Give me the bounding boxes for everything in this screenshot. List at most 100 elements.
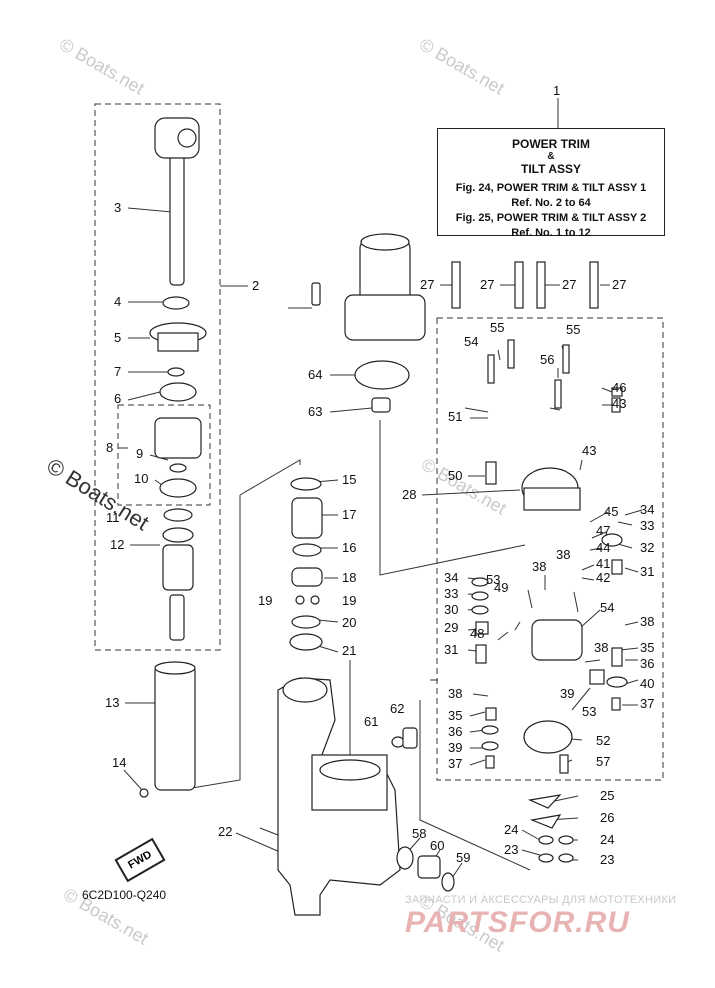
ref-line-4: Ref. No. 1 to 12 <box>511 227 591 239</box>
callout-label: 23 <box>504 842 518 857</box>
callout-label: 27 <box>480 277 494 292</box>
watermark: © Boats.net <box>416 34 508 98</box>
diagram-code: 6C2D100-Q240 <box>82 888 167 902</box>
watermarks: © Boats.net © Boats.net © Boats.net © Bo… <box>42 34 509 955</box>
callout-label: 48 <box>470 626 484 641</box>
callout-label: 35 <box>640 640 654 655</box>
callout-label: 37 <box>640 696 654 711</box>
callout-label: 44 <box>596 540 610 555</box>
callout-label: 12 <box>110 537 124 552</box>
callout-label: 41 <box>596 556 610 571</box>
callout-label: 38 <box>556 547 570 562</box>
ref-line-3: Fig. 25, POWER TRIM & TILT ASSY 2 <box>455 212 647 224</box>
callout-label: 57 <box>596 754 610 769</box>
callout-label: 52 <box>596 733 610 748</box>
callout-label: 3 <box>114 200 121 215</box>
watermark: © Boats.net <box>42 453 153 535</box>
title-line-1: POWER TRIM <box>512 137 590 151</box>
callout-label: 9 <box>136 446 143 461</box>
callout-label: 43 <box>582 443 596 458</box>
callout-label: 26 <box>600 810 614 825</box>
callout-label: 64 <box>308 367 322 382</box>
callout-label: 27 <box>562 277 576 292</box>
leader-lines <box>118 98 643 879</box>
callout-label: 2 <box>252 278 259 293</box>
callout-label: 54 <box>600 600 614 615</box>
callout-label: 51 <box>448 409 462 424</box>
part-shapes <box>139 117 628 916</box>
callout-label: 18 <box>342 570 356 585</box>
callout-label: 21 <box>342 643 356 658</box>
callout-label: 35 <box>448 708 462 723</box>
callout-label: 22 <box>218 824 232 839</box>
callout-label: 39 <box>448 740 462 755</box>
callout-label: 7 <box>114 364 121 379</box>
title-line-2: & <box>547 151 555 162</box>
callout-label: 54 <box>464 334 478 349</box>
callout-label: 32 <box>640 540 654 555</box>
callout-label: 33 <box>640 518 654 533</box>
callout-label: 46 <box>612 380 626 395</box>
shop-logo: PARTSFOR.RU <box>405 906 630 939</box>
callout-label: 62 <box>390 701 404 716</box>
watermark: © Boats.net <box>56 34 148 98</box>
callout-label: 55 <box>566 322 580 337</box>
callout-label: 16 <box>342 540 356 555</box>
callout-label: 61 <box>364 714 378 729</box>
callout-labels: 1 2 3 4 5 6 7 8 9 10 11 12 13 14 15 16 1… <box>105 83 654 867</box>
callout-label: 27 <box>612 277 626 292</box>
callout-label: 36 <box>448 724 462 739</box>
callout-label: 4 <box>114 294 121 309</box>
callout-label: 63 <box>308 404 322 419</box>
callout-label: 38 <box>640 614 654 629</box>
callout-label: 20 <box>342 615 356 630</box>
ref-line-2: Ref. No. 2 to 64 <box>511 197 591 209</box>
title-line-3: TILT ASSY <box>521 162 581 176</box>
callout-label: 15 <box>342 472 356 487</box>
callout-label: 58 <box>412 826 426 841</box>
callout-label: 27 <box>420 277 434 292</box>
callout-label: 25 <box>600 788 614 803</box>
callout-label: 37 <box>448 756 462 771</box>
callout-label: 31 <box>444 642 458 657</box>
callout-label: 53 <box>582 704 596 719</box>
callout-label: 23 <box>600 852 614 867</box>
callout-label: 10 <box>134 471 148 486</box>
callout-label: 56 <box>540 352 554 367</box>
callout-label: 5 <box>114 330 121 345</box>
callout-label: 14 <box>112 755 126 770</box>
callout-label: 33 <box>444 586 458 601</box>
callout-label: 30 <box>444 602 458 617</box>
callout-label: 40 <box>640 676 654 691</box>
callout-label: 24 <box>504 822 518 837</box>
callout-label: 38 <box>532 559 546 574</box>
callout-label: 34 <box>640 502 654 517</box>
callout-label: 39 <box>560 686 574 701</box>
callout-label: 36 <box>640 656 654 671</box>
ref-line-1: Fig. 24, POWER TRIM & TILT ASSY 1 <box>455 182 647 194</box>
callout-label: 8 <box>106 440 113 455</box>
callout-label: 59 <box>456 850 470 865</box>
title-box: POWER TRIM & TILT ASSY Fig. 24, POWER TR… <box>437 128 665 239</box>
callout-label: 28 <box>402 487 416 502</box>
callout-label: 19 <box>258 593 272 608</box>
callout-label: 11 <box>106 510 120 525</box>
callout-label: 1 <box>553 83 560 98</box>
callout-label: 60 <box>430 838 444 853</box>
callout-label: 55 <box>490 320 504 335</box>
callout-label: 45 <box>604 504 618 519</box>
callout-label: 6 <box>114 391 121 406</box>
callout-label: 19 <box>342 593 356 608</box>
callout-label: 38 <box>594 640 608 655</box>
callout-label: 34 <box>444 570 458 585</box>
callout-label: 49 <box>494 580 508 595</box>
callout-label: 13 <box>105 695 119 710</box>
callout-label: 50 <box>448 468 462 483</box>
callout-label: 29 <box>444 620 458 635</box>
callout-label: 53 <box>486 572 500 587</box>
shop-tagline: ЗАПЧАСТИ И АКСЕССУАРЫ ДЛЯ МОТОТЕХНИКИ <box>405 894 677 906</box>
callout-label: 47 <box>596 523 610 538</box>
group-outlines <box>94 103 664 781</box>
callout-label: 43 <box>612 396 626 411</box>
